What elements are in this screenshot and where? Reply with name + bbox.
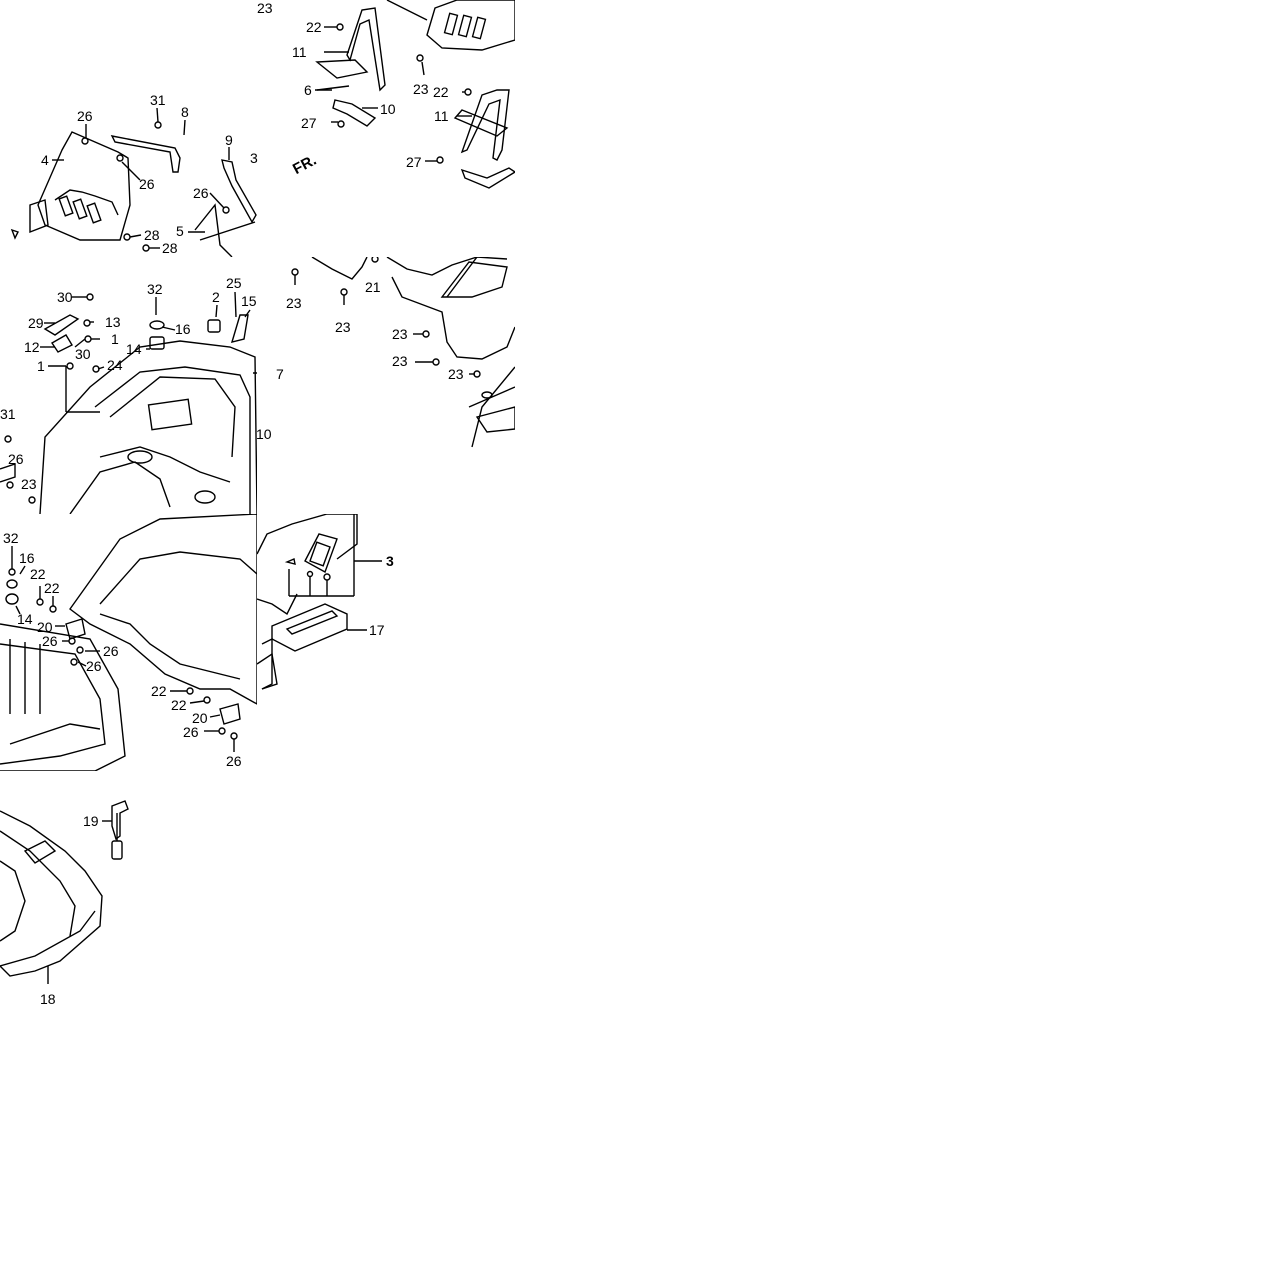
callout-23: 23	[392, 353, 408, 369]
callout-26: 26	[77, 108, 93, 124]
carrier-box-part-7	[40, 341, 257, 514]
seat-cover-part-18	[0, 811, 102, 976]
callout-15: 15	[241, 293, 257, 309]
tile-g-drawing	[0, 771, 257, 1028]
callout-10: 10	[380, 101, 396, 117]
callout-30: 30	[75, 346, 91, 362]
callout-22: 22	[44, 580, 60, 596]
callout-30: 30	[57, 289, 73, 305]
tile-carrier-box	[0, 257, 257, 514]
callout-29: 29	[28, 315, 44, 331]
callout-3: 3	[386, 553, 394, 569]
callout-26: 26	[42, 633, 58, 649]
callout-6: 6	[304, 82, 312, 98]
callout-26: 26	[193, 185, 209, 201]
bracket-part-10	[333, 100, 375, 126]
callout-18: 18	[40, 991, 56, 1007]
callout-25: 25	[226, 275, 242, 291]
latch-part-19	[112, 801, 128, 839]
callout-5: 5	[176, 223, 184, 239]
callout-22: 22	[433, 84, 449, 100]
callout-26: 26	[139, 176, 155, 192]
callout-23: 23	[448, 366, 464, 382]
callout-28: 28	[162, 240, 178, 256]
callout-26: 26	[8, 451, 24, 467]
callout-22: 22	[306, 19, 322, 35]
callout-28: 28	[144, 227, 160, 243]
bracket-part-29	[45, 315, 78, 335]
callout-22: 22	[30, 566, 46, 582]
callout-4: 4	[41, 152, 49, 168]
callout-14: 14	[126, 341, 142, 357]
callout-26: 26	[103, 643, 119, 659]
callout-16: 16	[175, 321, 191, 337]
callout-22: 22	[171, 697, 187, 713]
box-lid	[70, 514, 257, 704]
callout-1: 1	[111, 331, 119, 347]
callout-16: 16	[19, 550, 35, 566]
callout-26: 26	[183, 724, 199, 740]
callout-31: 31	[150, 92, 166, 108]
callout-23: 23	[21, 476, 37, 492]
callout-3: 3	[250, 150, 258, 166]
tile-f-drawing	[257, 514, 515, 771]
callout-19: 19	[83, 813, 99, 829]
callout-17: 17	[369, 622, 385, 638]
tile-b-drawing	[257, 0, 515, 257]
callout-14: 14	[17, 611, 33, 627]
tile-front-fender-upper-left	[0, 0, 257, 257]
callout-7: 7	[276, 366, 284, 382]
callout-10: 10	[256, 426, 272, 442]
tile-grab-rail-upper-right	[257, 0, 515, 257]
tile-seat-cover	[0, 771, 257, 1028]
callout-8: 8	[181, 104, 189, 120]
callout-27: 27	[406, 154, 422, 170]
callout-11: 11	[434, 108, 449, 124]
callout-23: 23	[335, 319, 351, 335]
callout-26: 26	[226, 753, 242, 769]
tile-d-drawing	[257, 257, 515, 514]
callout-23: 23	[286, 295, 302, 311]
callout-13: 13	[105, 314, 121, 330]
callout-1: 1	[37, 358, 45, 374]
callout-11: 11	[292, 44, 307, 60]
tile-rear-bracket	[257, 514, 515, 771]
callout-32: 32	[147, 281, 163, 297]
callout-32: 32	[3, 530, 19, 546]
plate-part-3	[305, 534, 337, 572]
storage-box	[0, 624, 125, 771]
grab-rail-part-11	[347, 8, 385, 90]
tile-e-drawing	[0, 514, 257, 771]
tile-c-drawing	[0, 257, 257, 514]
callout-24: 24	[107, 357, 123, 373]
callout-26: 26	[86, 658, 102, 674]
callout-23: 23	[413, 81, 429, 97]
callout-20: 20	[37, 619, 53, 635]
callout-23: 23	[257, 0, 273, 16]
callout-23: 23	[392, 326, 408, 342]
tile-storage-box	[0, 514, 257, 771]
fender-part-5	[195, 205, 232, 257]
callout-21: 21	[365, 279, 381, 295]
callout-22: 22	[151, 683, 167, 699]
fender-inner-part	[392, 277, 515, 359]
callout-31: 31	[0, 406, 16, 422]
callout-2: 2	[212, 289, 220, 305]
callout-20: 20	[192, 710, 208, 726]
tile-fender-inner	[257, 257, 515, 514]
callout-27: 27	[301, 115, 317, 131]
tile-a-drawing	[0, 0, 257, 257]
fender-part-4	[38, 132, 130, 240]
callout-9: 9	[225, 132, 233, 148]
callout-12: 12	[24, 339, 40, 355]
stay-part-8	[112, 136, 180, 172]
